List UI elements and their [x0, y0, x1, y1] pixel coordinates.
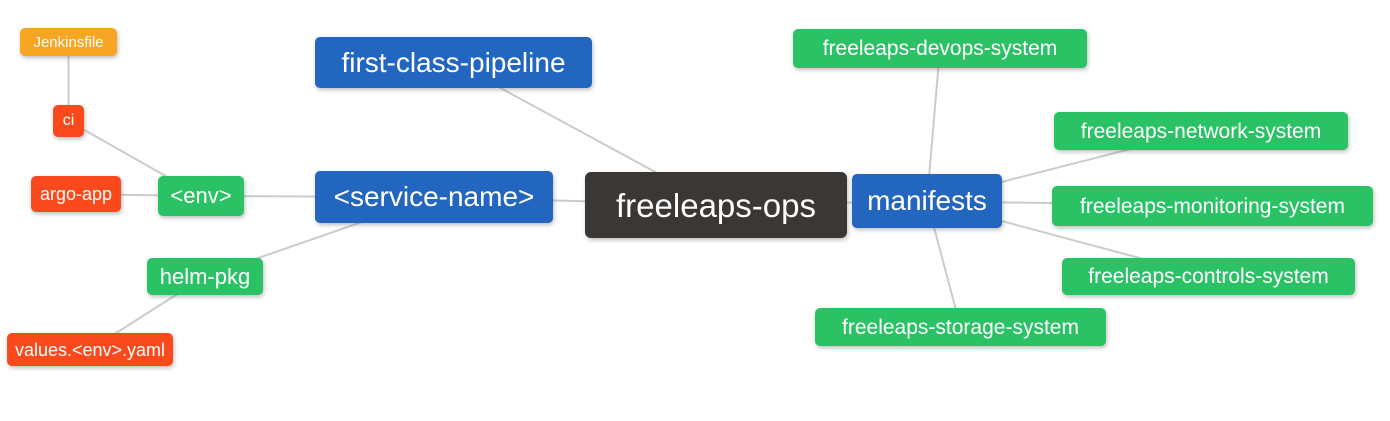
node-network-system[interactable]: freeleaps-network-system — [1054, 112, 1348, 150]
node-argo-app[interactable]: argo-app — [31, 176, 121, 212]
node-monitoring-system[interactable]: freeleaps-monitoring-system — [1052, 186, 1373, 226]
node-manifests[interactable]: manifests — [852, 174, 1002, 228]
node-values-env-yaml[interactable]: values.<env>.yaml — [7, 333, 173, 366]
node-service-name[interactable]: <service-name> — [315, 171, 553, 223]
node-env[interactable]: <env> — [158, 176, 244, 216]
node-first-class-pipeline[interactable]: first-class-pipeline — [315, 37, 592, 88]
node-storage-system[interactable]: freeleaps-storage-system — [815, 308, 1106, 346]
node-freeleaps-ops[interactable]: freeleaps-ops — [585, 172, 847, 238]
node-ci[interactable]: ci — [53, 105, 84, 137]
node-controls-system[interactable]: freeleaps-controls-system — [1062, 258, 1355, 295]
node-devops-system[interactable]: freeleaps-devops-system — [793, 29, 1087, 68]
node-jenkinsfile[interactable]: Jenkinsfile — [20, 28, 117, 56]
node-helm-pkg[interactable]: helm-pkg — [147, 258, 263, 295]
